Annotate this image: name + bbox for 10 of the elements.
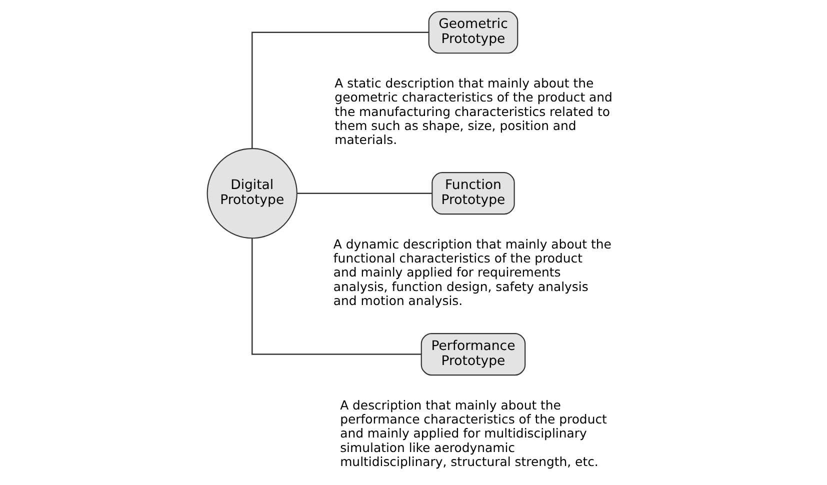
node-box: Performance Prototype <box>420 333 526 376</box>
node-label: A description that mainly about the performance characteristics of the product and mainly applied for multidisciplinary simulation like aerodynamic multidisciplinary, structural strength, etc. <box>340 397 607 469</box>
connector <box>252 238 422 355</box>
connector <box>297 192 432 194</box>
node-label: A dynamic description that mainly about the functional characteristics of the product and mainly applied for requirements analysis, function design, safety analysis and motion analysis. <box>333 236 612 308</box>
connector <box>252 32 429 148</box>
node-circle: Digital Prototype <box>206 148 298 239</box>
node-label: A static description that mainly about the geometric characteristics of the product and the manufacturing characteristics related to them such as shape, size, position and materials. <box>334 76 612 147</box>
node-box: Geometric Prototype <box>428 11 518 54</box>
node-box: Function Prototype <box>432 172 515 215</box>
